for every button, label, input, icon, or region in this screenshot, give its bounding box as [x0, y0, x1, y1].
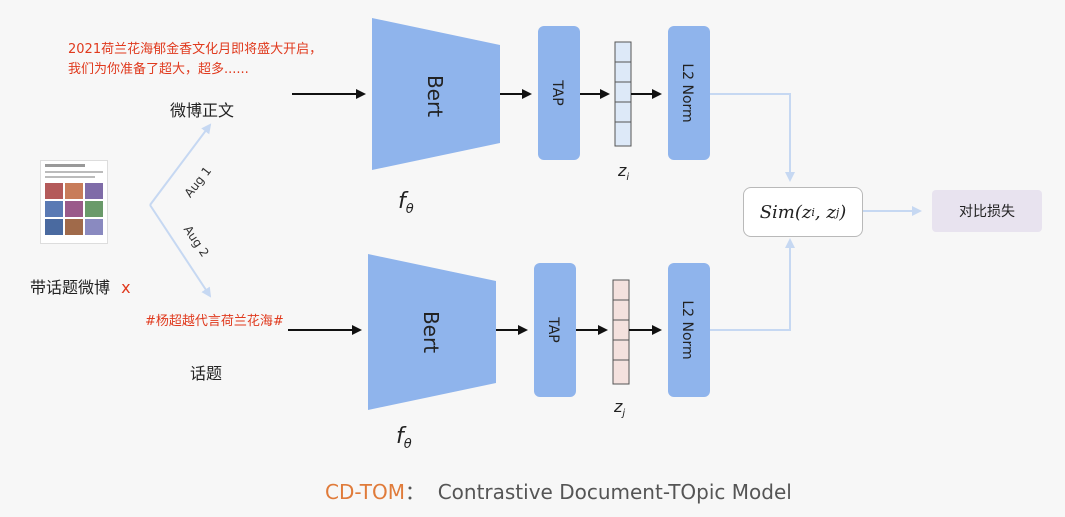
sim-sub-j: j — [835, 205, 840, 219]
bottom-z-vector — [612, 279, 630, 385]
top-bert-label: Bert — [423, 75, 447, 117]
sim-sub-i: i — [811, 205, 815, 219]
aug2-label: Aug 2 — [181, 223, 212, 260]
aug2-arrow — [149, 204, 212, 298]
top-tap-block — [538, 26, 580, 160]
sim-close: ) — [839, 201, 847, 223]
top-norm-label: L2 Norm — [679, 63, 695, 122]
bottom-norm-label: L2 Norm — [679, 300, 695, 359]
top-norm-block — [668, 26, 710, 160]
input-label-text: 带话题微博 — [30, 278, 111, 297]
bottom-bert-block — [368, 254, 496, 410]
top-f-label: fθ — [398, 189, 414, 217]
input-var: x — [121, 278, 131, 297]
top-z-vector — [614, 41, 632, 147]
aug1-label: Aug 1 — [182, 164, 215, 200]
post-text-line1: 2021荷兰花海郁金香文化月即将盛大开启， — [68, 42, 323, 57]
input-label: 带话题微博 x — [30, 274, 131, 298]
top-bert-block — [372, 18, 500, 170]
sim-func: Sim(z — [759, 201, 812, 223]
figure-caption: CD-TOM： Contrastive Document-TOpic Model — [325, 476, 792, 505]
bottom-norm-block — [668, 263, 710, 397]
contrastive-loss-box: 对比损失 — [932, 190, 1042, 232]
topic-text: #杨超越代言荷兰花海# — [145, 314, 284, 329]
sim-comma: , z — [814, 201, 836, 223]
bottom-norm-to-sim-connector — [710, 238, 795, 331]
top-z-label: zi — [617, 161, 629, 183]
top-tap-label: TAP — [549, 79, 565, 105]
post-text-line2: 我们为你准备了超大，超多...... — [68, 62, 249, 77]
caption-separator: ： — [404, 480, 425, 504]
bottom-tap-block — [534, 263, 576, 397]
bottom-f-label: fθ — [396, 424, 412, 452]
bottom-tap-label: TAP — [545, 316, 561, 342]
caption-acronym: CD-TOM — [325, 480, 405, 504]
bottom-z-label: zj — [613, 397, 625, 419]
bottom-bert-label: Bert — [419, 311, 443, 353]
aug1-arrow — [149, 123, 212, 206]
caption-full: Contrastive Document-TOpic Model — [437, 480, 792, 504]
top-norm-to-sim-connector — [710, 93, 795, 182]
weibo-body-label: 微博正文 — [170, 101, 235, 120]
weibo-post-thumbnail — [40, 160, 108, 244]
topic-label: 话题 — [190, 364, 223, 383]
